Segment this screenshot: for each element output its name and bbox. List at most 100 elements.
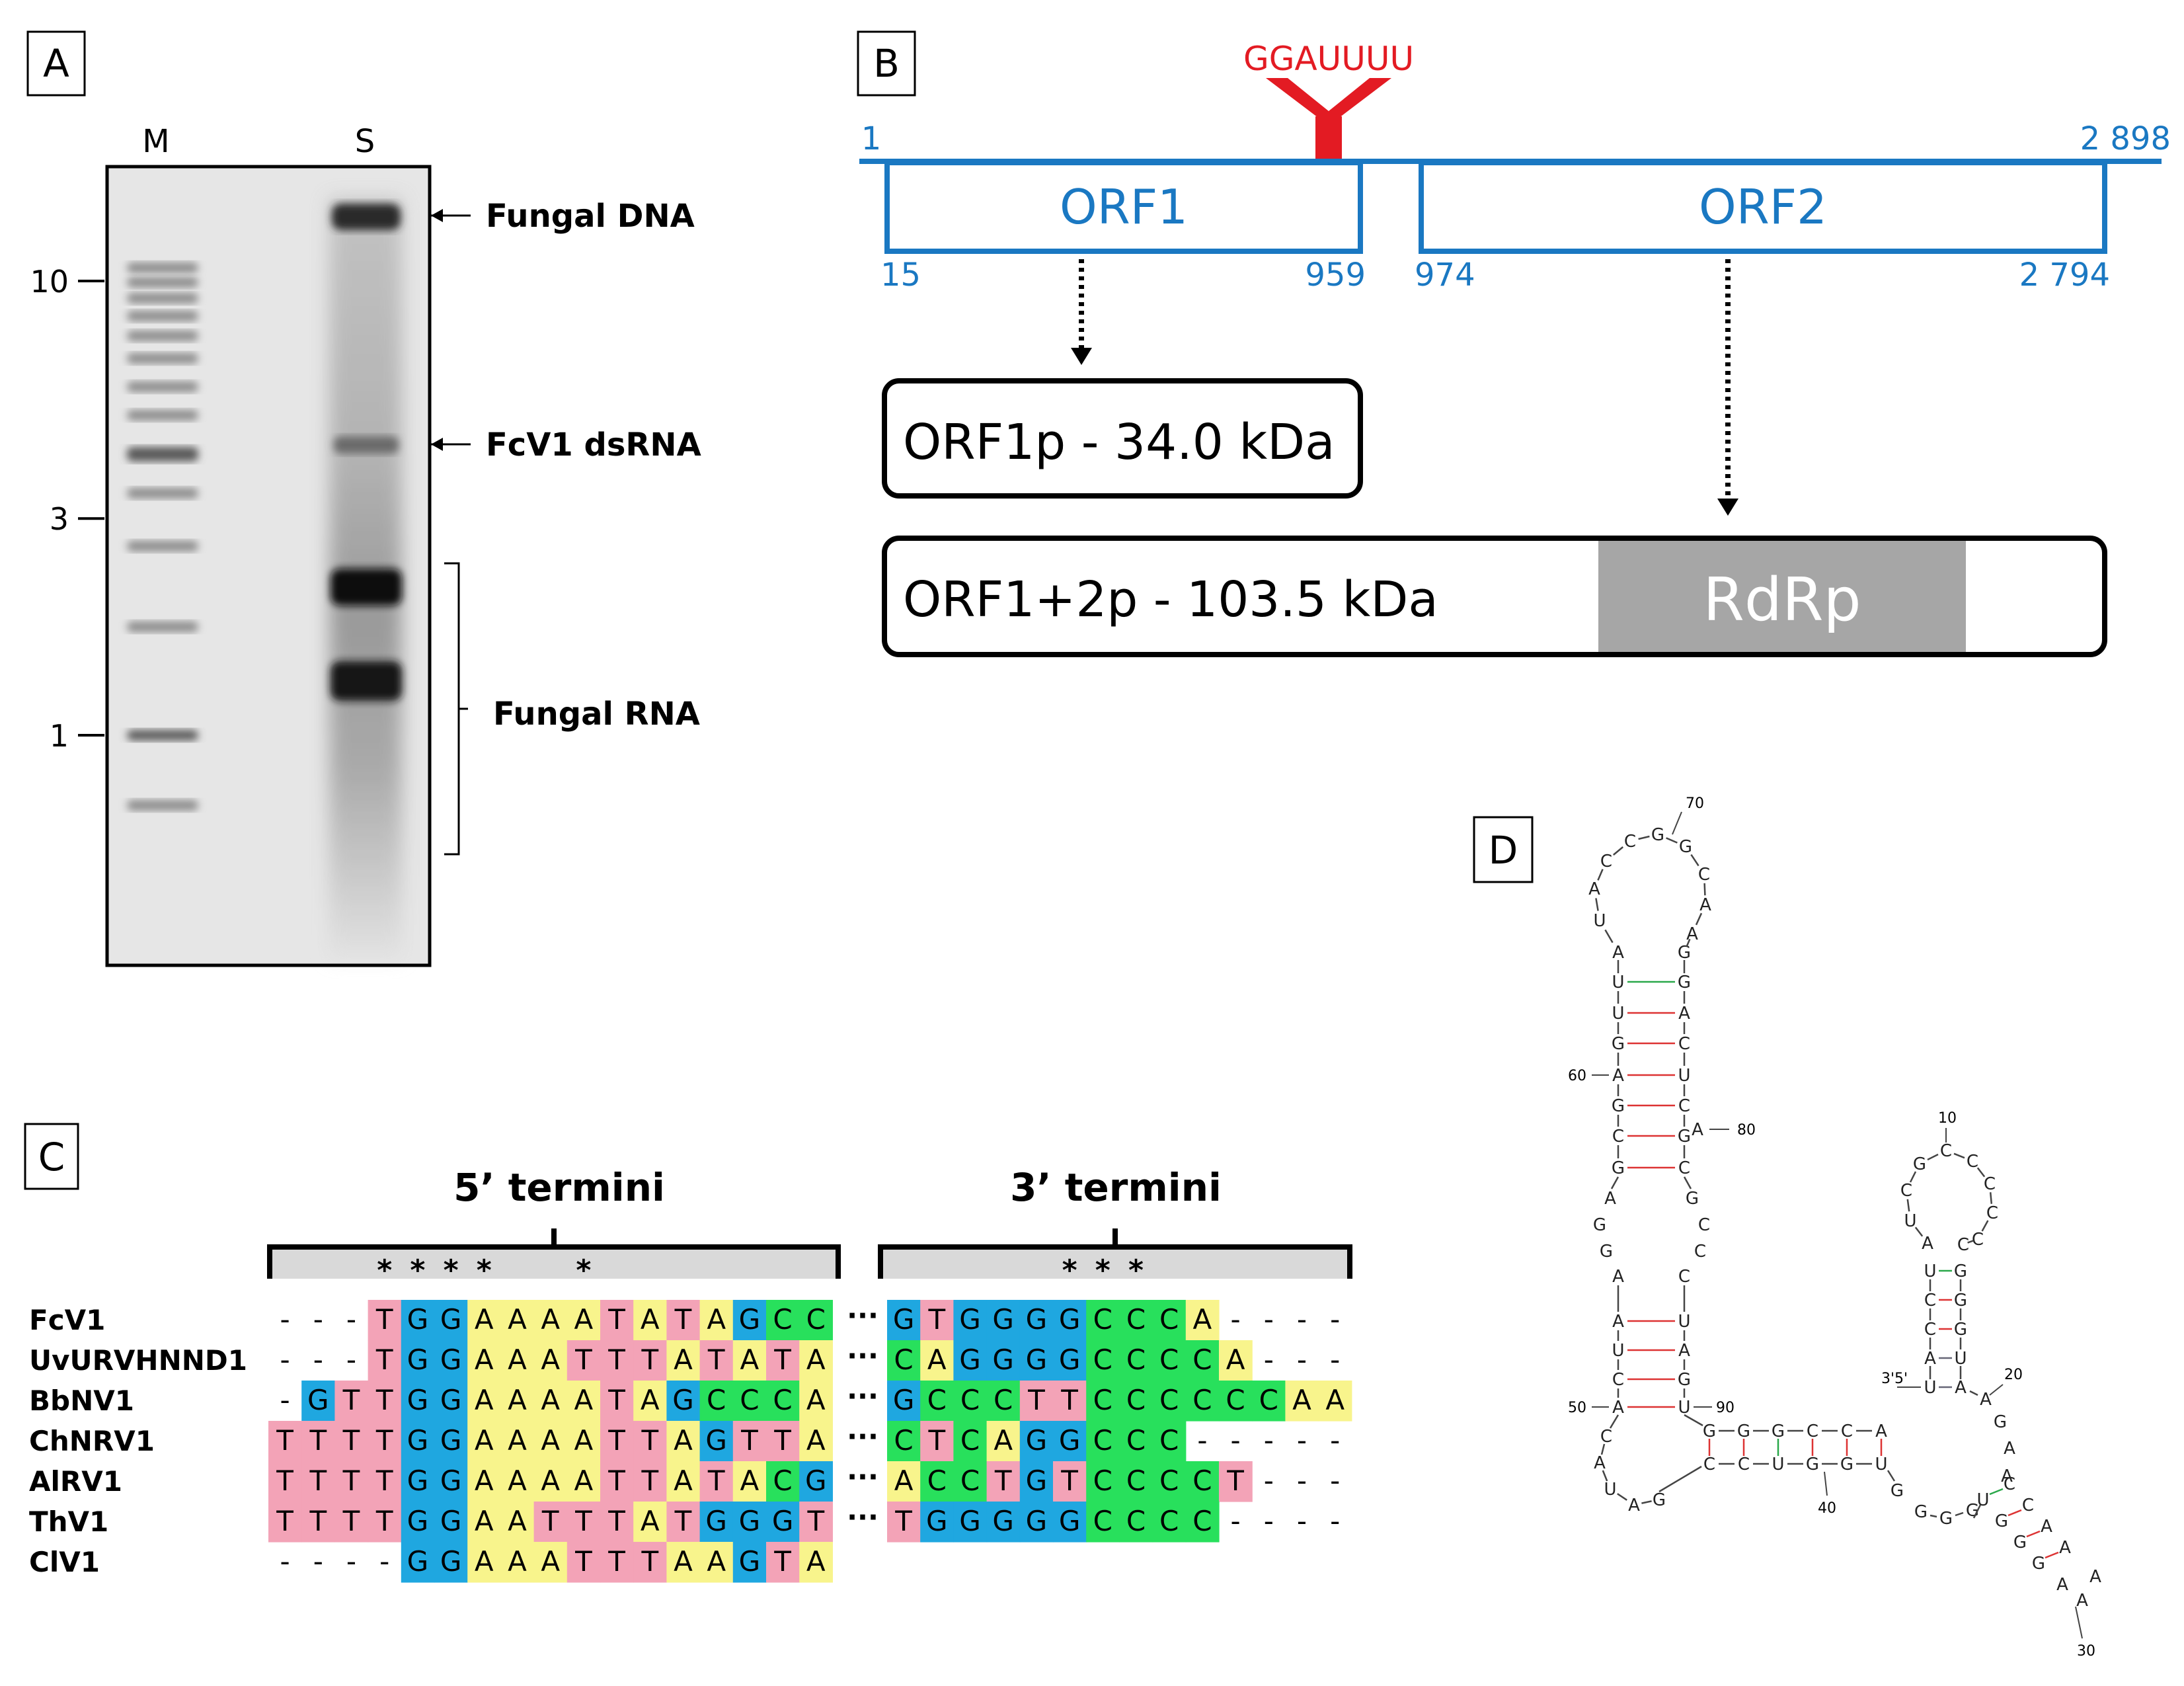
residue-cell — [666, 1461, 701, 1502]
residue: G — [672, 1384, 694, 1416]
residue-cell — [699, 1502, 734, 1543]
nucleotide: C — [1703, 1455, 1715, 1474]
residue-cell — [766, 1542, 800, 1583]
residue-cell — [766, 1300, 800, 1341]
residue: G — [440, 1303, 462, 1336]
motif-marker — [1266, 78, 1391, 126]
residue: G — [407, 1505, 429, 1537]
residue-cell — [986, 1461, 1021, 1502]
alignment-gap: ··· — [847, 1340, 878, 1372]
residue: T — [375, 1465, 393, 1497]
conservation-star: * — [576, 1254, 591, 1287]
residue: G — [1059, 1344, 1081, 1376]
nucleotide: A — [1955, 1378, 1967, 1398]
header-5-termini: 5’ termini — [453, 1165, 665, 1210]
residue-cell — [732, 1461, 767, 1502]
residue: C — [1126, 1303, 1146, 1336]
residue-cell — [1152, 1461, 1187, 1502]
rdrp-label: RdRp — [1703, 565, 1861, 635]
residue-cell — [500, 1300, 535, 1341]
residue: C — [1093, 1344, 1112, 1376]
backbone-segment — [1981, 1220, 1989, 1232]
base-pair — [1989, 1488, 2004, 1496]
residue: - — [1231, 1303, 1241, 1336]
residue-cell — [368, 1300, 402, 1341]
backbone-segment — [1972, 1504, 1982, 1519]
residue-cell — [1086, 1421, 1120, 1462]
backbone-segment — [1686, 938, 1691, 947]
nucleotide: C — [1698, 1215, 1710, 1235]
residue-cell — [434, 1542, 468, 1583]
panel-label-a: A — [43, 41, 69, 86]
residue-cell — [986, 1340, 1021, 1381]
residue-cell — [533, 1542, 568, 1583]
residue: G — [893, 1384, 915, 1416]
residue: T — [375, 1344, 393, 1376]
conservation-star: * — [444, 1254, 459, 1287]
residue-cell — [1285, 1381, 1319, 1422]
residue: G — [440, 1384, 462, 1416]
sequence-name: ThV1 — [29, 1505, 108, 1538]
residue: - — [280, 1344, 290, 1376]
residue: T — [607, 1505, 625, 1537]
residue-cell — [500, 1542, 535, 1583]
residue: A — [475, 1384, 494, 1416]
nucleotide: U — [1904, 1211, 1916, 1231]
residue: G — [1026, 1344, 1048, 1376]
ladder-band — [127, 730, 198, 741]
residue-cell — [666, 1542, 701, 1583]
nucleotide: G — [1600, 1242, 1613, 1262]
nucleotide: A — [1678, 1341, 1690, 1361]
residue-cell — [799, 1502, 833, 1543]
residue: - — [1330, 1424, 1340, 1457]
residue: G — [1026, 1505, 1048, 1537]
residue-cell — [799, 1381, 833, 1422]
residue-cell — [1019, 1502, 1054, 1543]
residue-cell — [533, 1300, 568, 1341]
residue-cell — [887, 1381, 921, 1422]
backbone-segment — [1683, 1176, 1692, 1189]
conservation-star: * — [1062, 1254, 1077, 1287]
residue-cell — [953, 1340, 988, 1381]
tick — [1989, 1384, 2004, 1396]
residue: A — [508, 1384, 527, 1416]
residue: - — [1264, 1465, 1274, 1497]
ladder-tick-label: 10 — [30, 264, 69, 300]
residue-cell — [500, 1461, 535, 1502]
nucleotide: A — [1628, 1496, 1640, 1515]
residue: A — [475, 1545, 494, 1578]
residue-cell — [1019, 1421, 1054, 1462]
residue: A — [641, 1384, 660, 1416]
backbone-segment — [1658, 1465, 1702, 1493]
residue-cell — [600, 1381, 634, 1422]
residue-cell — [953, 1421, 988, 1462]
residue-cell — [334, 1381, 369, 1422]
backbone-segment — [1887, 1470, 1896, 1482]
nucleotide: U — [1593, 911, 1606, 931]
position-number: 90 — [1716, 1400, 1735, 1416]
position-number: 10 — [1938, 1110, 1957, 1127]
residue-cell — [766, 1381, 800, 1422]
residue: A — [475, 1303, 494, 1336]
residue: C — [894, 1344, 913, 1376]
tick — [1672, 811, 1682, 835]
orf-box-2 — [1419, 160, 2107, 254]
residue-cell — [953, 1502, 988, 1543]
backbone-segment — [1597, 869, 1604, 881]
residue: G — [739, 1303, 761, 1336]
residue-cell — [953, 1381, 988, 1422]
residue-cell — [633, 1542, 667, 1583]
residue: T — [1060, 1465, 1078, 1497]
residue-cell — [766, 1461, 800, 1502]
nucleotide: U — [1612, 1004, 1624, 1024]
residue: T — [309, 1465, 327, 1497]
residue: A — [927, 1344, 947, 1376]
residue-cell — [600, 1340, 634, 1381]
residue-cell — [500, 1340, 535, 1381]
tick — [2075, 1606, 2083, 1639]
nucleotide: A — [1980, 1390, 1992, 1410]
nucleotide: G — [1954, 1262, 1967, 1281]
arrow-fungal-dna — [431, 209, 471, 222]
residue-cell — [1053, 1300, 1087, 1341]
residue-cell — [268, 1421, 302, 1462]
